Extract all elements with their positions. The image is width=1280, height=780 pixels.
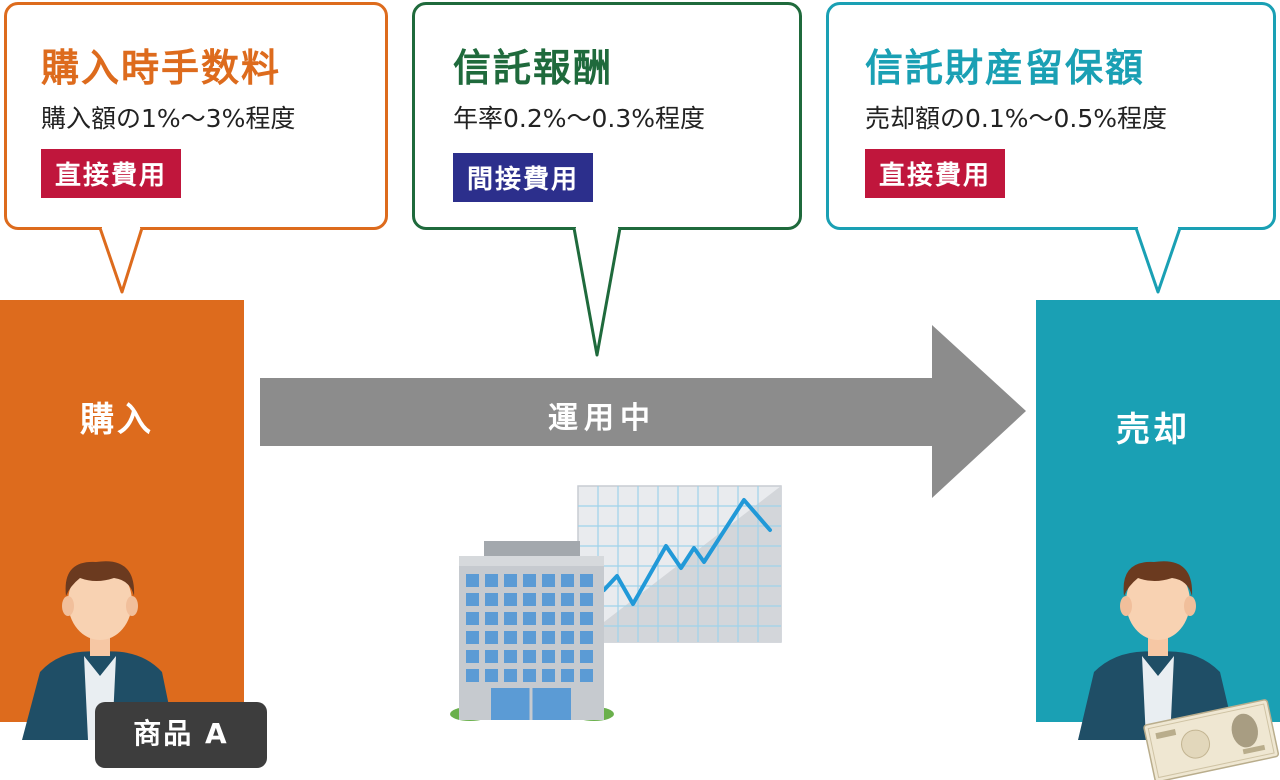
trust-fee-desc: 年率0.2%～0.3%程度 <box>453 104 706 133</box>
purchase-fee-title: 購入時手数料 <box>41 46 282 90</box>
building-window <box>542 612 555 625</box>
sale-label: 売却 <box>1116 410 1190 450</box>
building-window <box>523 650 536 663</box>
building-window <box>466 612 479 625</box>
building-window <box>542 574 555 587</box>
building-window <box>504 650 517 663</box>
building-window <box>485 612 498 625</box>
building-window <box>580 669 593 682</box>
building-window <box>580 650 593 663</box>
purchase-stage <box>0 300 244 722</box>
retention-fee-bubble: 信託財産留保額 売却額の0.1%～0.5%程度 直接費用 <box>826 2 1276 230</box>
building-window <box>466 669 479 682</box>
building-window <box>466 650 479 663</box>
building-window <box>485 593 498 606</box>
building-window <box>504 631 517 644</box>
indirect-cost-badge: 間接費用 <box>453 153 594 202</box>
building-window <box>542 650 555 663</box>
building-window <box>523 593 536 606</box>
building-window <box>561 631 574 644</box>
trust-fee-bubble: 信託報酬 年率0.2%～0.3%程度 間接費用 <box>412 2 802 230</box>
holding-label: 運用中 <box>548 401 656 436</box>
building-window <box>580 612 593 625</box>
building-window <box>504 612 517 625</box>
retention-fee-desc: 売却額の0.1%～0.5%程度 <box>865 104 1168 133</box>
building-window <box>485 574 498 587</box>
building-window <box>580 593 593 606</box>
building-window <box>485 650 498 663</box>
building-window <box>504 574 517 587</box>
retention-fee-title: 信託財産留保額 <box>865 46 1146 90</box>
building-window <box>504 669 517 682</box>
building-window <box>466 593 479 606</box>
building-window <box>466 631 479 644</box>
purchase-label: 購入 <box>80 400 154 440</box>
direct-cost-badge: 直接費用 <box>41 149 182 198</box>
building-window <box>466 574 479 587</box>
purchase-fee-desc: 購入額の1%～3%程度 <box>41 104 296 133</box>
building-window <box>542 593 555 606</box>
building-window <box>523 669 536 682</box>
trust-fee-title: 信託報酬 <box>453 46 614 90</box>
building-window <box>542 631 555 644</box>
purchase-fee-bubble: 購入時手数料 購入額の1%～3%程度 直接費用 <box>4 2 388 230</box>
building-window <box>485 669 498 682</box>
building-window <box>561 669 574 682</box>
building-window <box>523 612 536 625</box>
building-window <box>580 631 593 644</box>
product-a-tag: 商品 A <box>95 702 267 768</box>
building-window <box>580 574 593 587</box>
building-window <box>561 593 574 606</box>
building-window <box>504 593 517 606</box>
building-window <box>561 574 574 587</box>
direct-cost-badge: 直接費用 <box>865 149 1006 198</box>
building-window <box>561 612 574 625</box>
building-window <box>523 574 536 587</box>
building-window <box>561 650 574 663</box>
building-window <box>485 631 498 644</box>
building-window <box>523 631 536 644</box>
building-window <box>542 669 555 682</box>
